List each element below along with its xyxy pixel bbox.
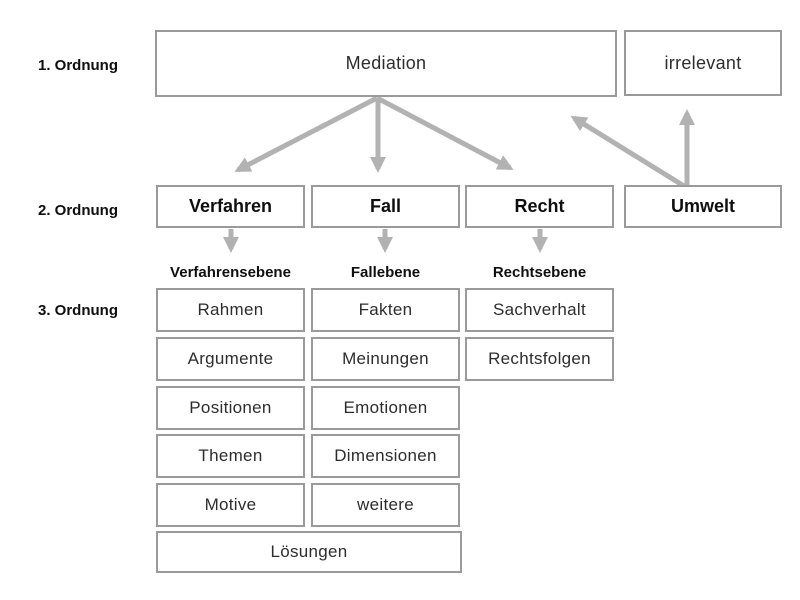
box-themen: Themen: [156, 434, 305, 478]
box-mediation-label: Mediation: [345, 53, 427, 73]
box-rahmen: Rahmen: [156, 288, 305, 332]
box-fall: Fall: [311, 185, 460, 228]
box-dimensionen-label: Dimensionen: [334, 446, 437, 465]
box-recht: Recht: [465, 185, 614, 228]
box-irrelevant: irrelevant: [624, 30, 782, 96]
box-umwelt: Umwelt: [624, 185, 782, 228]
box-mediation: Mediation: [155, 30, 617, 97]
box-motive: Motive: [156, 483, 305, 527]
box-verfahren: Verfahren: [156, 185, 305, 228]
box-rahmen-label: Rahmen: [197, 300, 264, 319]
order-label-1: 1. Ordnung: [38, 57, 118, 74]
box-meinungen-label: Meinungen: [342, 349, 429, 368]
box-sachverhalt: Sachverhalt: [465, 288, 614, 332]
order-label-3: 3. Ordnung: [38, 302, 118, 319]
arrow-umwelt-to-mediation: [570, 115, 686, 189]
box-umwelt-label: Umwelt: [670, 196, 735, 216]
box-positionen: Positionen: [156, 386, 305, 430]
box-argumente-label: Argumente: [187, 349, 274, 368]
box-verfahren-label: Verfahren: [188, 196, 273, 216]
box-emotionen: Emotionen: [311, 386, 460, 430]
box-irrelevant-label: irrelevant: [664, 52, 742, 73]
box-loesungen: Lösungen: [156, 531, 462, 573]
box-weitere-label: weitere: [357, 495, 414, 514]
box-fall-label: Fall: [369, 196, 401, 216]
arrow-mediation-to-recht: [375, 95, 514, 171]
box-motive-label: Motive: [204, 495, 257, 514]
box-recht-label: Recht: [514, 196, 565, 216]
box-emotionen-label: Emotionen: [343, 398, 428, 417]
box-loesungen-label: Lösungen: [270, 542, 348, 561]
box-rechtsfolgen-label: Rechtsfolgen: [488, 349, 591, 368]
arrow-mediation-to-verfahren: [234, 95, 379, 173]
header-rechtsebene: Rechtsebene: [492, 264, 587, 281]
box-sachverhalt-label: Sachverhalt: [492, 300, 587, 319]
box-dimensionen: Dimensionen: [311, 434, 460, 478]
box-fakten: Fakten: [311, 288, 460, 332]
box-weitere: weitere: [311, 483, 460, 527]
box-fakten-label: Fakten: [358, 300, 413, 319]
order-label-2: 2. Ordnung: [38, 202, 118, 219]
header-fallebene: Fallebene: [350, 264, 421, 281]
box-rechtsfolgen: Rechtsfolgen: [465, 337, 614, 381]
box-positionen-label: Positionen: [189, 398, 272, 417]
header-verfahrensebene: Verfahrensebene: [170, 264, 291, 281]
box-themen-label: Themen: [198, 446, 263, 465]
box-argumente: Argumente: [156, 337, 305, 381]
box-meinungen: Meinungen: [311, 337, 460, 381]
